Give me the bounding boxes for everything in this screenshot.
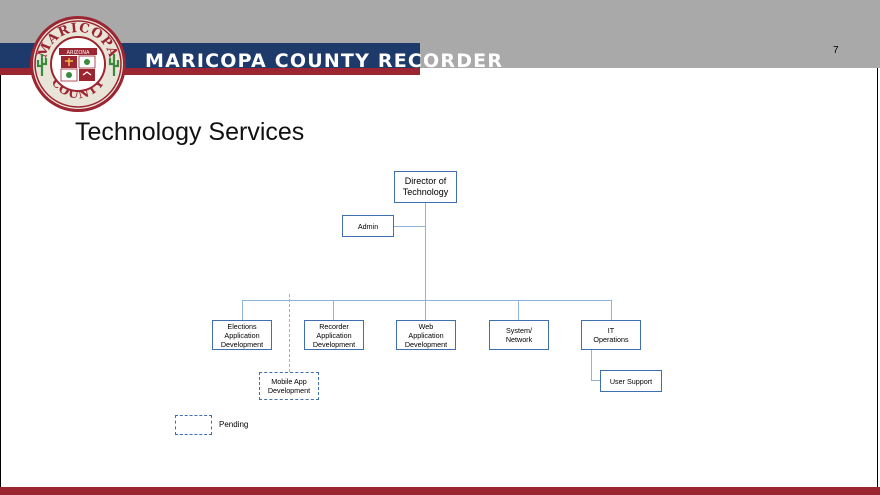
connector-line [242,300,243,320]
it-operations-box: IT Operations [581,320,641,350]
mobile-app-development-box: Mobile App Development [259,372,319,400]
county-seal-logo: MARICOPA COUNTY ARIZONA [30,16,126,112]
seal-state-text: ARIZONA [67,50,90,56]
connector-line [333,300,334,320]
brand-title: MARICOPA COUNTY RECORDER [145,50,504,72]
connector-line [518,300,519,320]
brand-band-accent [0,68,420,75]
admin-box: Admin [342,215,394,237]
footer-bar [0,487,880,495]
page-number: 7 [833,45,839,56]
connector-line [611,300,612,320]
recorder-application-development-box: Recorder Application Development [304,320,364,350]
connector-line [425,300,426,320]
elections-application-development-box: Elections Application Development [212,320,272,350]
director-of-technology-box: Director of Technology [394,171,457,203]
page-title: Technology Services [75,118,305,146]
connector-line [591,350,592,380]
legend-pending-swatch [175,415,212,435]
system-network-box: System/ Network [489,320,549,350]
connector-line [425,203,426,300]
pending-connector [289,294,290,372]
web-application-development-box: Web Application Development [396,320,456,350]
legend-pending-label: Pending [219,420,249,429]
connector-line [242,300,611,301]
user-support-box: User Support [600,370,662,392]
connector-line [591,380,600,381]
connector-line [394,226,425,227]
